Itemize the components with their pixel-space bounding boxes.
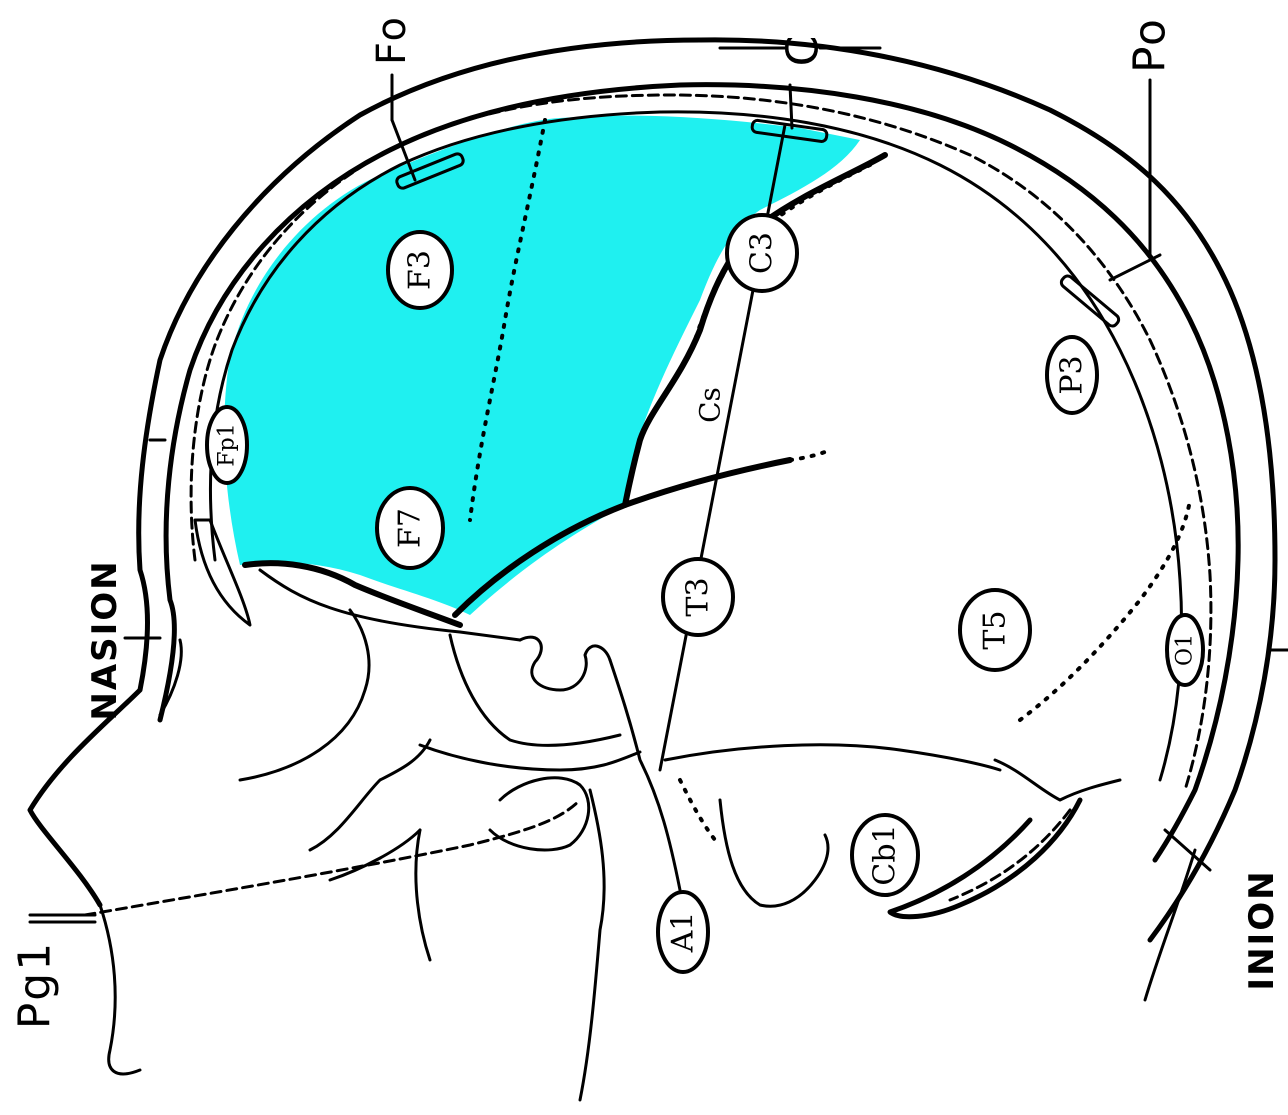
neck-posterior: [1145, 850, 1195, 1000]
neck-front: [100, 905, 140, 1074]
electrode-fp1: Fp1: [207, 407, 247, 483]
clivus-line: [610, 660, 680, 890]
svg-text:Fp1: Fp1: [215, 423, 240, 466]
mandible-ramus: [416, 830, 430, 960]
electrode-f3: F3: [388, 232, 452, 308]
pg1-label: Pg1: [10, 941, 61, 1029]
svg-text:C3: C3: [745, 232, 780, 274]
styloid-process: [580, 790, 604, 1100]
cerebellar-outline: [720, 800, 828, 906]
nasion-label: NASION: [85, 559, 125, 720]
occipito-temporal-sulcus: [1020, 500, 1190, 720]
maxilla-line: [240, 610, 369, 780]
svg-text:O1: O1: [1173, 634, 1198, 666]
fo-label: Fo: [369, 15, 415, 65]
electrode-p3: P3: [1047, 337, 1097, 413]
svg-text:T3: T3: [681, 577, 716, 616]
jaw-line: [330, 830, 420, 880]
po-tick: [1110, 255, 1160, 280]
electrode-t3: T3: [663, 559, 733, 635]
baseline-dashed: [85, 800, 580, 915]
zygoma-line: [310, 740, 430, 850]
mastoid-outline: [490, 778, 589, 850]
petrous-ridge: [450, 635, 620, 745]
brainstem-dots: [680, 780, 715, 840]
electrode-o1: O1: [1167, 615, 1203, 685]
sella-turcica: [520, 637, 610, 690]
sylvian-fissure-extension: [790, 450, 830, 460]
po-label: Po: [1125, 17, 1176, 73]
svg-text:Cb1: Cb1: [868, 824, 903, 885]
svg-text:F7: F7: [393, 508, 428, 548]
occipital-protuberance: [995, 760, 1120, 800]
palate-line: [420, 745, 640, 770]
central-sulcus-label: Cs: [694, 387, 727, 423]
electrode-cb1: Cb1: [852, 815, 918, 895]
tentorium-line: [665, 745, 1000, 770]
electrode-c3: C3: [727, 215, 797, 291]
svg-text:P3: P3: [1055, 355, 1090, 394]
svg-text:F3: F3: [403, 250, 438, 290]
c-label: C: [778, 34, 829, 67]
inion-tick: [1165, 830, 1210, 870]
svg-text:T5: T5: [978, 610, 1013, 649]
svg-text:A1: A1: [666, 912, 701, 954]
occipital-bone-diploe: [950, 810, 1070, 900]
inion-label: INION: [1242, 869, 1282, 990]
electrode-f7: F7: [377, 488, 443, 568]
electrode-t5: T5: [960, 590, 1030, 670]
c-tick: [790, 85, 792, 128]
electrode-a1: A1: [658, 892, 708, 972]
